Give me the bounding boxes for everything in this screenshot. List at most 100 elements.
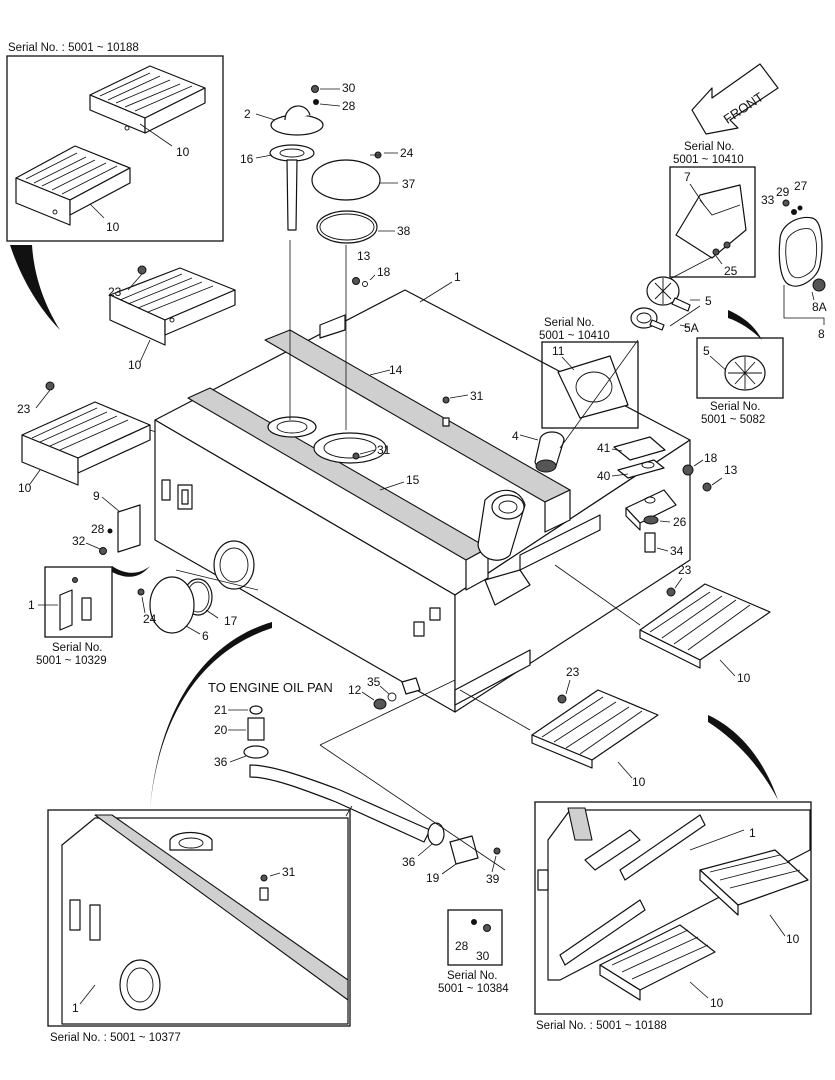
step-tray-upper xyxy=(89,65,206,134)
adapter-20 xyxy=(247,717,265,741)
cap-serial-range: 5001 ~ 5082 xyxy=(701,414,765,426)
label-36-a: 36 xyxy=(214,755,228,769)
sender-unit-2 xyxy=(269,105,324,231)
bracket-serial-range: 5001 ~ 10329 xyxy=(36,655,107,667)
clamp-36-a xyxy=(243,745,269,759)
pointer-curve-cap xyxy=(728,310,762,340)
valve-19 xyxy=(449,835,479,865)
drain-port xyxy=(401,677,421,695)
bolt-13-a xyxy=(352,277,360,285)
label-38: 38 xyxy=(397,224,411,238)
label-27: 27 xyxy=(794,179,808,193)
label-34: 34 xyxy=(670,544,684,558)
label-37: 37 xyxy=(402,177,416,191)
label-1-br: 1 xyxy=(749,826,756,840)
bolt-30 xyxy=(311,85,319,93)
cap-serial-title: Serial No. xyxy=(710,401,761,413)
label-23-a: 23 xyxy=(108,285,122,299)
label-4: 4 xyxy=(512,429,519,443)
bolt-31-b xyxy=(352,452,360,460)
label-25: 25 xyxy=(724,264,738,278)
inset-bolt-28-30: 28 30 Serial No. 5001 ~ 10384 xyxy=(438,909,509,995)
label-17: 17 xyxy=(224,614,238,628)
bolt-23-b xyxy=(45,381,55,391)
label-1-bracket: 1 xyxy=(28,598,35,612)
label-28-b: 28 xyxy=(91,522,105,536)
label-31-a: 31 xyxy=(470,389,484,403)
engine-oil-pan-label: TO ENGINE OIL PAN xyxy=(208,680,333,695)
label-28-c: 28 xyxy=(455,939,469,953)
bolt-31-a xyxy=(442,396,450,404)
label-30-b: 30 xyxy=(476,949,490,963)
label-26: 26 xyxy=(673,515,687,529)
label-11: 11 xyxy=(552,344,565,358)
label-40: 40 xyxy=(597,469,611,483)
label-10-b: 10 xyxy=(106,220,120,234)
bolt-13-b xyxy=(702,482,712,492)
washer-28 xyxy=(313,99,319,105)
plug-12 xyxy=(373,698,387,710)
label-10-d: 10 xyxy=(18,481,32,495)
serial-label-bottom-left: Serial No. : 5001 ~ 10377 xyxy=(50,1032,181,1044)
label-30: 30 xyxy=(342,81,356,95)
strainer-serial-title: Serial No. xyxy=(544,317,595,329)
step-left-upper xyxy=(109,267,236,346)
inset-cover-7: Serial No. 5001 ~ 10410 7 25 xyxy=(669,141,756,278)
label-31-c: 31 xyxy=(282,865,296,879)
label-29: 29 xyxy=(776,185,790,199)
inset-bottom-left: 31 1 xyxy=(47,809,351,1027)
washer-28-b xyxy=(107,528,113,534)
door-8 xyxy=(778,199,826,292)
step-right-lower xyxy=(531,689,659,769)
label-31-b: 31 xyxy=(377,443,391,457)
gasket-38 xyxy=(316,210,378,244)
label-24-b: 24 xyxy=(143,612,157,626)
label-32: 32 xyxy=(72,534,86,548)
strainer-4 xyxy=(534,431,565,473)
pointer-curve-top-left xyxy=(10,245,60,330)
bolt-39 xyxy=(493,847,501,855)
bolt-23-d xyxy=(557,694,567,704)
label-10-f: 10 xyxy=(632,775,646,789)
inset-bracket-9: 1 Serial No. 5001 ~ 10329 xyxy=(28,566,113,667)
label-8: 8 xyxy=(818,327,825,341)
label-10-e: 10 xyxy=(737,671,751,685)
hose-22 xyxy=(249,764,431,843)
label-13-a: 13 xyxy=(357,249,371,263)
label-33: 33 xyxy=(761,193,775,207)
serial-label-top-left: Serial No. : 5001 ~ 10188 xyxy=(8,42,139,54)
label-10-h: 10 xyxy=(710,996,724,1010)
cover-serial-range: 5001 ~ 10410 xyxy=(673,154,744,166)
label-1-main: 1 xyxy=(454,270,461,284)
step-right-upper xyxy=(639,583,771,669)
label-7: 7 xyxy=(684,170,691,184)
label-21: 21 xyxy=(214,703,228,717)
clamp-36-b xyxy=(427,822,445,846)
step-left-lower xyxy=(21,401,151,486)
washer-26 xyxy=(643,515,659,525)
label-20: 20 xyxy=(214,723,228,737)
inset-bottom-right: 1 10 10 xyxy=(534,801,812,1015)
strainer-serial-range: 5001 ~ 10410 xyxy=(539,330,610,342)
bracket-9 xyxy=(117,484,193,553)
bolt-32 xyxy=(99,547,107,555)
label-12: 12 xyxy=(348,683,362,697)
bolt-serial-title: Serial No. xyxy=(447,970,498,982)
label-13-b: 13 xyxy=(724,463,738,477)
label-5-b: 5 xyxy=(703,344,710,358)
label-23-c: 23 xyxy=(678,563,692,577)
label-23-b: 23 xyxy=(17,402,31,416)
label-5a: 5A xyxy=(684,321,699,335)
cover-serial-title: Serial No. xyxy=(684,141,735,153)
label-19: 19 xyxy=(426,871,440,885)
label-1-bl: 1 xyxy=(72,1001,79,1015)
label-18-b: 18 xyxy=(704,451,718,465)
label-6: 6 xyxy=(202,629,209,643)
bracket-serial-title: Serial No. xyxy=(52,642,103,654)
strainer-5a xyxy=(630,307,665,331)
bolt-24-b xyxy=(137,588,145,596)
label-5-a: 5 xyxy=(705,294,712,308)
label-36-b: 36 xyxy=(402,855,416,869)
label-10-a: 10 xyxy=(176,145,190,159)
